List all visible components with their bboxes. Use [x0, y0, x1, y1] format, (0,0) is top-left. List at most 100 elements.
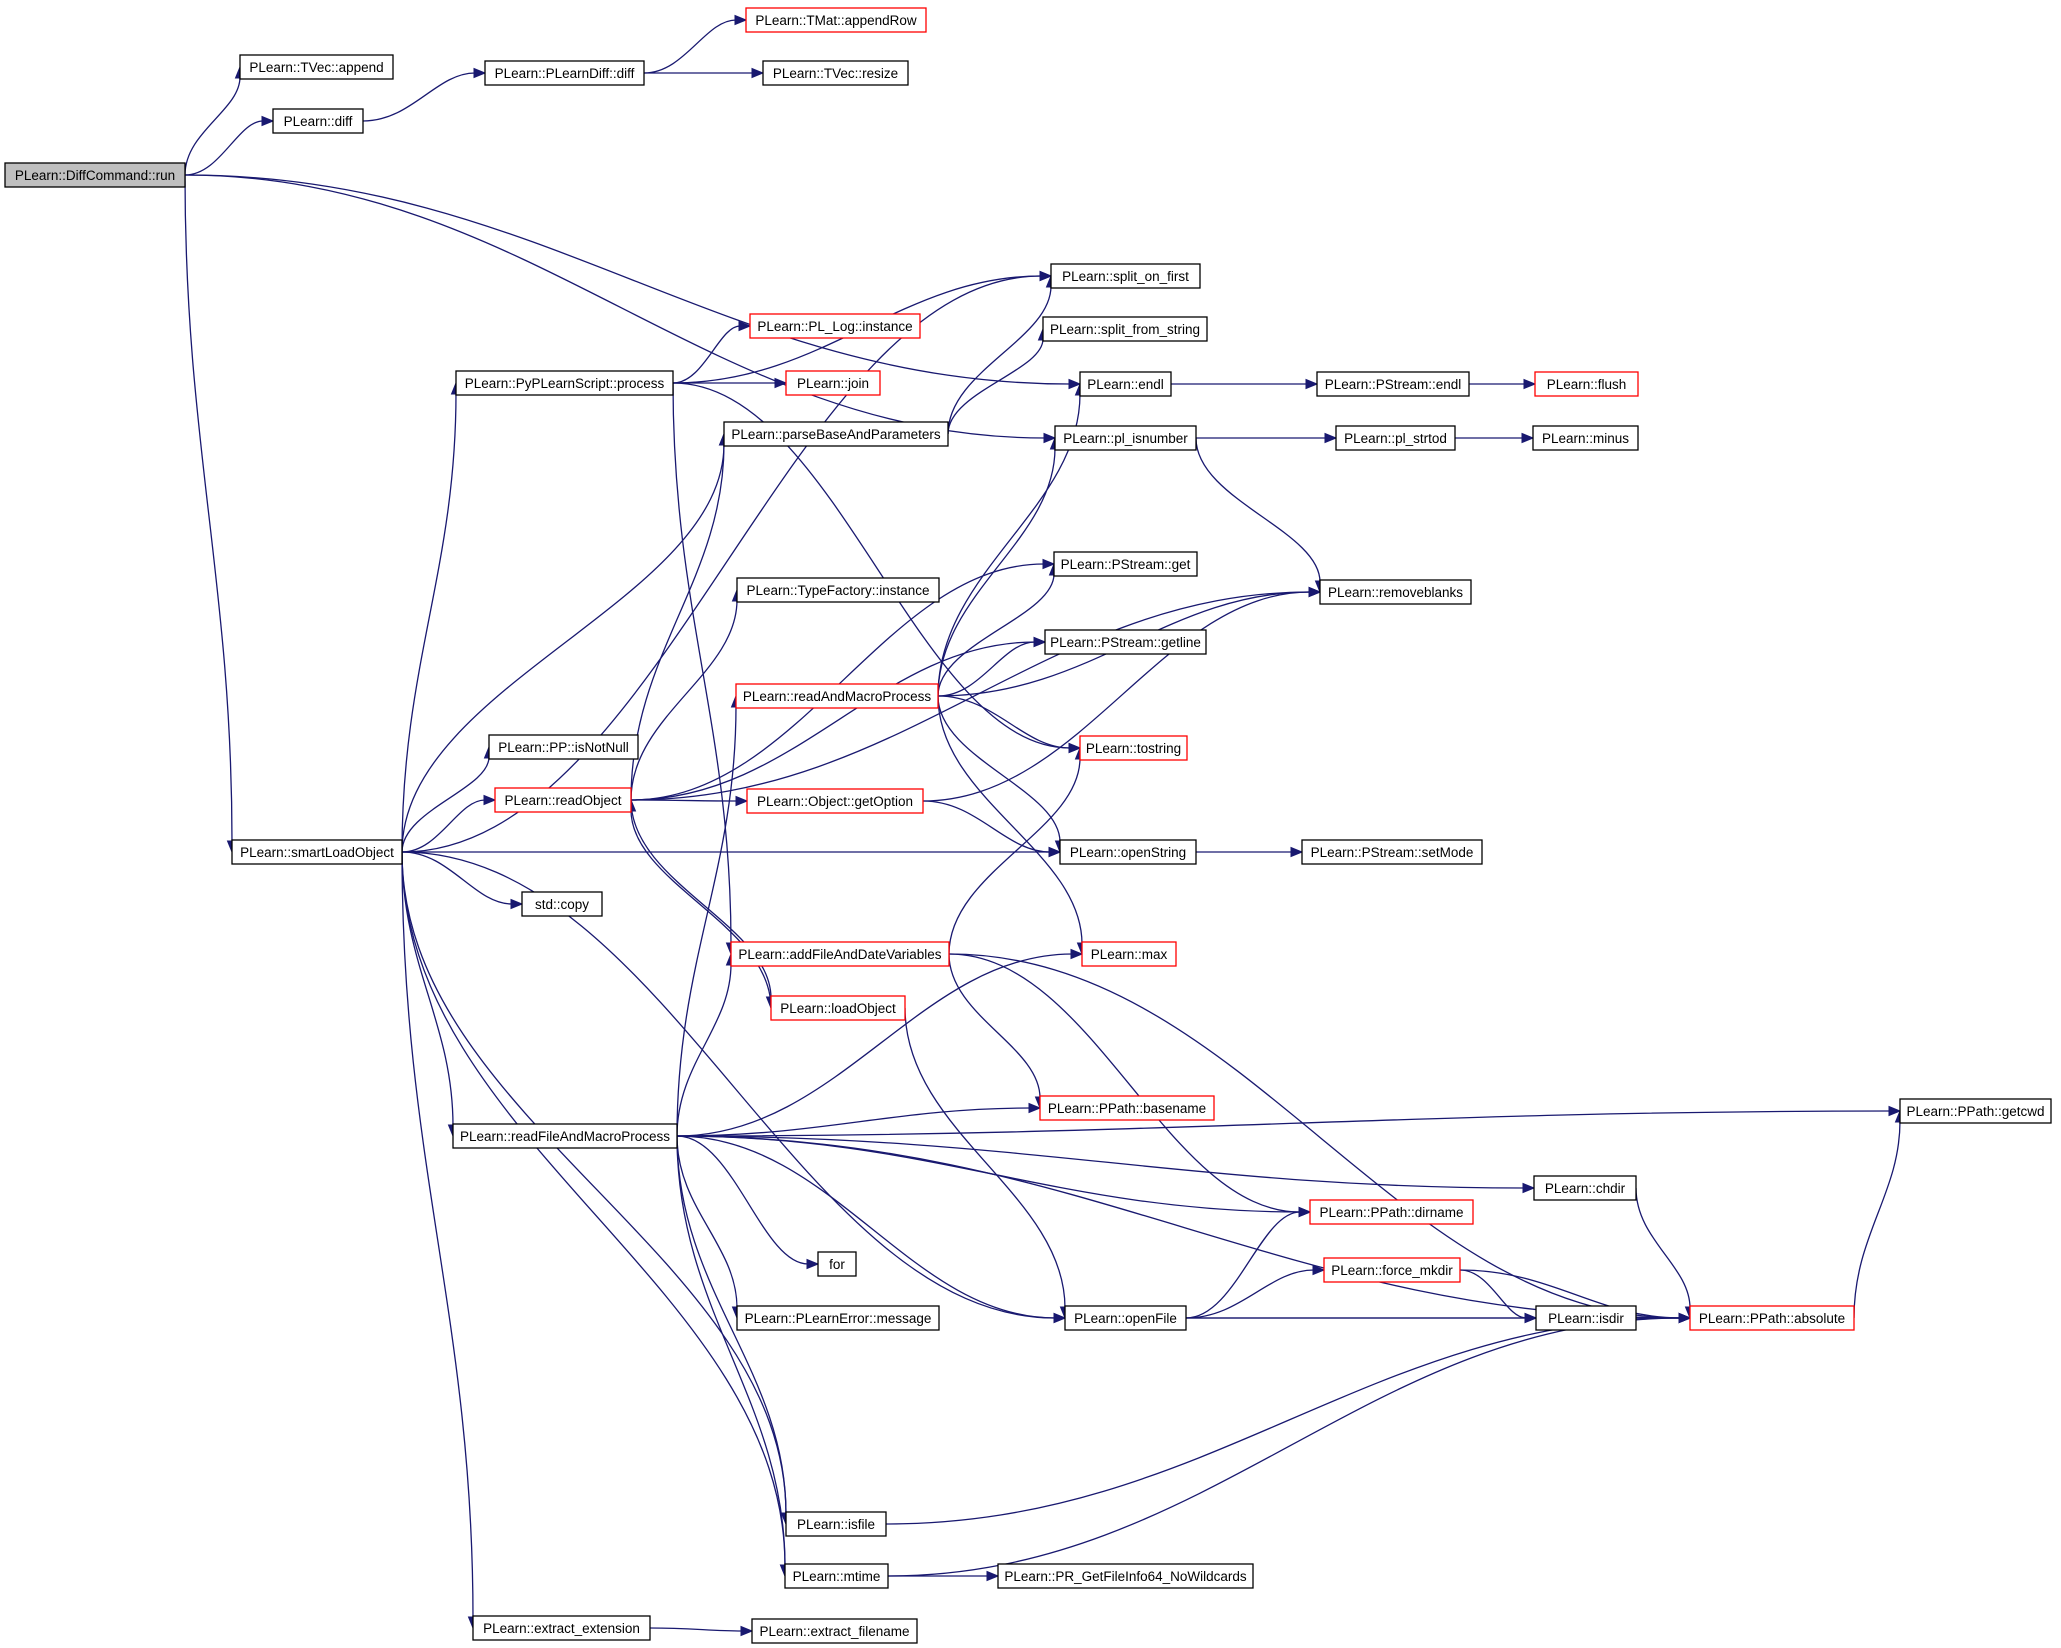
node-isnotnull[interactable]: PLearn::PP::isNotNull: [488, 734, 639, 760]
node-box[interactable]: [1054, 425, 1197, 451]
node-pr_getfileinfo[interactable]: PLearn::PR_GetFileInfo64_NoWildcards: [997, 1563, 1254, 1589]
node-removeblanks[interactable]: PLearn::removeblanks: [1319, 579, 1472, 605]
node-box[interactable]: [1532, 425, 1639, 451]
node-box[interactable]: [1079, 371, 1172, 397]
node-isdir[interactable]: PLearn::isdir: [1535, 1305, 1637, 1331]
node-for[interactable]: for: [817, 1251, 857, 1277]
node-box[interactable]: [472, 1615, 651, 1641]
node-box[interactable]: [1335, 425, 1456, 451]
node-dirname[interactable]: PLearn::PPath::dirname: [1309, 1199, 1474, 1225]
node-box[interactable]: [736, 577, 940, 603]
node-box[interactable]: [730, 941, 950, 967]
node-box[interactable]: [1042, 316, 1208, 342]
node-pl_strtod[interactable]: PLearn::pl_strtod: [1335, 425, 1456, 451]
node-openfile[interactable]: PLearn::openFile: [1064, 1305, 1187, 1331]
node-resize[interactable]: PLearn::TVec::resize: [762, 60, 909, 86]
node-openstring[interactable]: PLearn::openString: [1059, 839, 1197, 865]
node-box[interactable]: [452, 1123, 678, 1149]
node-endl[interactable]: PLearn::endl: [1079, 371, 1172, 397]
node-split_from_string[interactable]: PLearn::split_from_string: [1042, 316, 1208, 342]
node-box[interactable]: [723, 421, 949, 447]
node-absolute[interactable]: PLearn::PPath::absolute: [1689, 1305, 1855, 1331]
node-box[interactable]: [817, 1251, 857, 1277]
node-readobject[interactable]: PLearn::readObject: [494, 787, 632, 813]
node-pstream_get[interactable]: PLearn::PStream::get: [1053, 551, 1198, 577]
node-max[interactable]: PLearn::max: [1081, 941, 1177, 967]
node-box[interactable]: [1899, 1098, 2052, 1124]
node-box[interactable]: [455, 370, 674, 396]
node-box[interactable]: [751, 1618, 918, 1644]
node-box[interactable]: [1323, 1257, 1461, 1283]
node-tostring[interactable]: PLearn::tostring: [1079, 735, 1188, 761]
node-smartload[interactable]: PLearn::smartLoadObject: [231, 839, 403, 865]
node-loadobject[interactable]: PLearn::loadObject: [770, 995, 906, 1021]
node-parsebase[interactable]: PLearn::parseBaseAndParameters: [723, 421, 949, 447]
node-box[interactable]: [1039, 1095, 1215, 1121]
node-pstream_endl[interactable]: PLearn::PStream::endl: [1316, 371, 1470, 397]
node-box[interactable]: [1316, 371, 1470, 397]
node-message[interactable]: PLearn::PLearnError::message: [736, 1305, 940, 1331]
node-box[interactable]: [785, 370, 881, 396]
node-box[interactable]: [745, 7, 927, 33]
node-box[interactable]: [785, 1511, 887, 1537]
node-box[interactable]: [4, 162, 186, 188]
node-box[interactable]: [746, 788, 924, 814]
node-box[interactable]: [736, 1305, 940, 1331]
node-box[interactable]: [488, 734, 639, 760]
node-plearndiff[interactable]: PLearn::PLearnDiff::diff: [484, 60, 645, 86]
node-setmode[interactable]: PLearn::PStream::setMode: [1301, 839, 1483, 865]
node-box[interactable]: [762, 60, 909, 86]
node-box[interactable]: [272, 108, 364, 134]
node-force_mkdir[interactable]: PLearn::force_mkdir: [1323, 1257, 1461, 1283]
node-box[interactable]: [1533, 1175, 1637, 1201]
node-box[interactable]: [1044, 629, 1207, 655]
node-typefactory[interactable]: PLearn::TypeFactory::instance: [736, 577, 940, 603]
node-join[interactable]: PLearn::join: [785, 370, 881, 396]
node-box[interactable]: [484, 60, 645, 86]
node-box[interactable]: [231, 839, 403, 865]
node-readandmacro[interactable]: PLearn::readAndMacroProcess: [735, 683, 939, 709]
node-box[interactable]: [1059, 839, 1197, 865]
node-run[interactable]: PLearn::DiffCommand::run: [4, 162, 186, 188]
node-pl_isnumber[interactable]: PLearn::pl_isnumber: [1054, 425, 1197, 451]
node-flush[interactable]: PLearn::flush: [1534, 371, 1639, 397]
node-basename[interactable]: PLearn::PPath::basename: [1039, 1095, 1215, 1121]
node-box[interactable]: [1319, 579, 1472, 605]
node-box[interactable]: [749, 313, 921, 339]
node-box[interactable]: [1081, 941, 1177, 967]
node-box[interactable]: [997, 1563, 1254, 1589]
node-readfile[interactable]: PLearn::readFileAndMacroProcess: [452, 1123, 678, 1149]
node-box[interactable]: [1309, 1199, 1474, 1225]
node-box[interactable]: [1053, 551, 1198, 577]
node-box[interactable]: [494, 787, 632, 813]
node-box[interactable]: [1535, 1305, 1637, 1331]
node-box[interactable]: [1064, 1305, 1187, 1331]
node-box[interactable]: [239, 54, 394, 80]
node-process[interactable]: PLearn::PyPLearnScript::process: [455, 370, 674, 396]
node-box[interactable]: [1079, 735, 1188, 761]
node-box[interactable]: [735, 683, 939, 709]
node-chdir[interactable]: PLearn::chdir: [1533, 1175, 1637, 1201]
node-box[interactable]: [1534, 371, 1639, 397]
node-isfile[interactable]: PLearn::isfile: [785, 1511, 887, 1537]
node-box[interactable]: [1689, 1305, 1855, 1331]
node-mtime[interactable]: PLearn::mtime: [784, 1563, 889, 1589]
node-tvec_append[interactable]: PLearn::TVec::append: [239, 54, 394, 80]
node-addfile[interactable]: PLearn::addFileAndDateVariables: [730, 941, 950, 967]
node-appendrow[interactable]: PLearn::TMat::appendRow: [745, 7, 927, 33]
node-pl_log[interactable]: PLearn::PL_Log::instance: [749, 313, 921, 339]
node-box[interactable]: [770, 995, 906, 1021]
node-minus[interactable]: PLearn::minus: [1532, 425, 1639, 451]
node-extract_ext[interactable]: PLearn::extract_extension: [472, 1615, 651, 1641]
node-box[interactable]: [784, 1563, 889, 1589]
node-diff[interactable]: PLearn::diff: [272, 108, 364, 134]
node-box[interactable]: [1050, 263, 1201, 289]
node-split_on_first[interactable]: PLearn::split_on_first: [1050, 263, 1201, 289]
node-getoption[interactable]: PLearn::Object::getOption: [746, 788, 924, 814]
node-getcwd[interactable]: PLearn::PPath::getcwd: [1899, 1098, 2052, 1124]
node-extract_fn[interactable]: PLearn::extract_filename: [751, 1618, 918, 1644]
node-getline[interactable]: PLearn::PStream::getline: [1044, 629, 1207, 655]
node-stdcopy[interactable]: std::copy: [521, 891, 603, 917]
node-box[interactable]: [1301, 839, 1483, 865]
node-box[interactable]: [521, 891, 603, 917]
